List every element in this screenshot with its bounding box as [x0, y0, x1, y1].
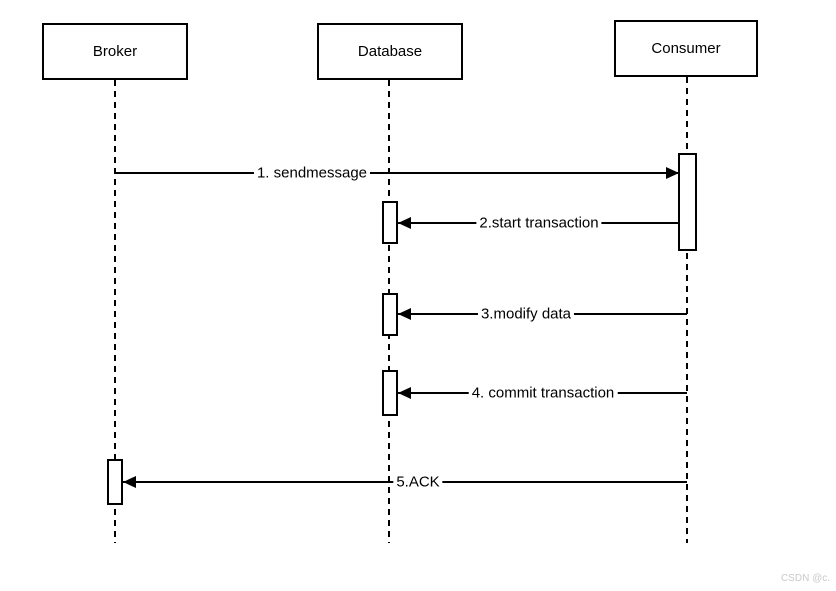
activation-database-2 [382, 293, 398, 336]
arrowhead-left-icon [398, 308, 411, 320]
message-2-label: 2.start transaction [476, 214, 602, 232]
message-1-label: 1. sendmessage [253, 164, 371, 182]
message-4-label: 4. commit transaction [468, 384, 618, 402]
activation-database-3 [382, 370, 398, 416]
actor-label-consumer: Consumer [651, 40, 721, 57]
activation-consumer [678, 153, 697, 251]
message-3-label: 3.modify data [477, 305, 575, 323]
lifeline-consumer [686, 77, 688, 543]
actor-box-consumer: Consumer [614, 20, 758, 77]
lifeline-broker [114, 80, 116, 543]
arrowhead-left-icon [123, 476, 136, 488]
arrowhead-right-icon [666, 167, 679, 179]
message-1-sendmessage: 1. sendmessage [115, 164, 679, 182]
arrowhead-left-icon [398, 217, 411, 229]
message-5-label: 5.ACK [393, 473, 443, 491]
message-4-commit-transaction: 4. commit transaction [398, 384, 687, 402]
message-2-start-transaction: 2.start transaction [398, 214, 679, 232]
actor-label-database: Database [357, 43, 423, 60]
activation-broker [107, 459, 123, 505]
actor-box-database: Database [317, 23, 463, 80]
message-5-ack: 5.ACK [123, 473, 687, 491]
arrowhead-left-icon [398, 387, 411, 399]
message-3-modify-data: 3.modify data [398, 305, 687, 323]
actor-box-broker: Broker [42, 23, 188, 80]
actor-label-broker: Broker [92, 43, 138, 60]
csdn-watermark: CSDN @c. [780, 573, 830, 584]
activation-database-1 [382, 201, 398, 244]
